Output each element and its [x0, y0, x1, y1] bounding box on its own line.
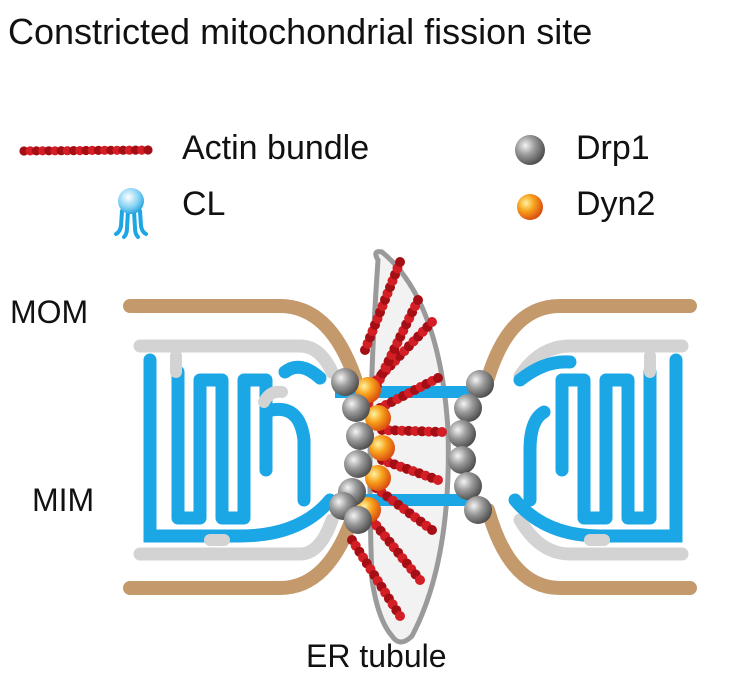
actin-bundle [367, 515, 425, 585]
legend-label-cl: CL [182, 185, 226, 223]
legend-label-dyn2: Dyn2 [576, 185, 656, 223]
drp1-sphere [331, 368, 359, 396]
actin-bundles [347, 257, 447, 621]
drp1-sphere [454, 472, 482, 500]
actin-legend-icon [19, 145, 153, 156]
dyn2-legend-icon [517, 194, 543, 220]
drp1-sphere [344, 450, 372, 478]
left-mitochondrion [123, 299, 362, 595]
label-er-tubule: ER tubule [306, 638, 447, 674]
mom-right [481, 299, 697, 385]
label-mim: MIM [32, 482, 95, 518]
drp1-ring [329, 368, 494, 534]
label-mom: MOM [10, 294, 89, 330]
dyn2-sphere [365, 465, 391, 491]
drp1-sphere [344, 506, 372, 534]
page-title: Constricted mitochondrial fission site [8, 11, 593, 52]
drp1-sphere [448, 446, 476, 474]
actin-bundle [360, 295, 423, 415]
right-mitochondrion [481, 299, 697, 595]
drp1-sphere [464, 496, 492, 524]
actin-bundle [360, 257, 405, 355]
dyn2-sphere [365, 405, 391, 431]
legend-label-actin: Actin bundle [182, 129, 370, 167]
drp1-sphere [346, 422, 374, 450]
actin-bundle [347, 535, 405, 621]
mim-left [143, 353, 337, 543]
drp1-legend-icon [515, 135, 545, 165]
drp1-sphere [448, 420, 476, 448]
cl-legend-icon [114, 188, 148, 239]
actin-bead-strand [19, 145, 153, 156]
drp1-sphere [466, 370, 494, 398]
drp1-sphere [454, 394, 482, 422]
legend-label-drp1: Drp1 [576, 129, 650, 167]
mom-left [123, 299, 362, 385]
dyn2-sphere [369, 435, 395, 461]
drp1-sphere [342, 394, 370, 422]
